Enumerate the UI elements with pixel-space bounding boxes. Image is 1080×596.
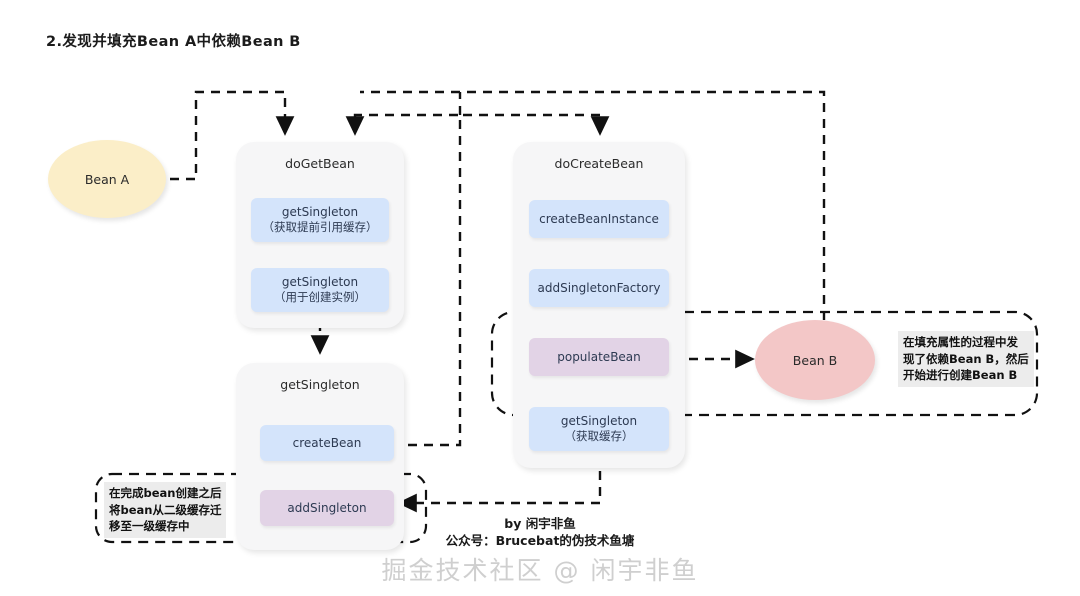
step-label: addSingletonFactory: [537, 280, 661, 295]
step-populatebean[interactable]: populateBean: [529, 338, 669, 376]
bean-b-node[interactable]: Bean B: [755, 320, 875, 400]
step-getsingleton-create-instance[interactable]: getSingleton （用于创建实例）: [251, 268, 389, 312]
card-dogetbean-title: doGetBean: [285, 156, 355, 171]
step-label: createBeanInstance: [539, 211, 659, 226]
step-sublabel: （用于创建实例）: [274, 290, 366, 305]
bean-b-label: Bean B: [792, 352, 838, 368]
bean-a-node[interactable]: Bean A: [48, 140, 166, 218]
step-label: addSingleton: [287, 500, 367, 515]
account-credit: 公众号：Brucebat的伪技术鱼塘: [445, 533, 635, 548]
page-title: 2.发现并填充Bean A中依赖Bean B: [46, 34, 301, 50]
step-label: getSingleton: [281, 275, 359, 290]
card-docreatebean-title: doCreateBean: [554, 156, 644, 171]
step-sublabel: （获取缓存）: [564, 429, 634, 444]
card-getsingleton[interactable]: getSingleton createBean addSingleton: [236, 363, 404, 550]
bean-a-label: Bean A: [84, 171, 130, 187]
card-dogetbean[interactable]: doGetBean getSingleton （获取提前引用缓存） getSin…: [236, 142, 404, 328]
card-docreatebean[interactable]: doCreateBean createBeanInstance addSingl…: [513, 142, 685, 468]
step-createbean[interactable]: createBean: [260, 425, 394, 461]
card-getsingleton-title: getSingleton: [280, 377, 360, 392]
note-cache-migration: 在完成bean创建之后 将bean从二级缓存迁 移至一级缓存中: [104, 482, 227, 539]
author-credit: by 闲宇非鱼: [504, 516, 576, 531]
step-addsingleton[interactable]: addSingleton: [260, 490, 394, 526]
step-sublabel: （获取提前引用缓存）: [262, 220, 378, 235]
step-label: createBean: [292, 435, 362, 450]
step-addsingletonfactory[interactable]: addSingletonFactory: [529, 269, 669, 307]
step-createbeaninstance[interactable]: createBeanInstance: [529, 200, 669, 238]
step-label: populateBean: [557, 349, 641, 364]
watermark: 掘金技术社区 @ 闲宇非鱼: [381, 556, 699, 585]
step-label: getSingleton: [560, 414, 638, 429]
step-label: getSingleton: [281, 205, 359, 220]
note-dependency-found: 在填充属性的过程中发 现了依赖Bean B，然后 开始进行创建Bean B: [898, 331, 1034, 388]
step-getsingleton-early-ref[interactable]: getSingleton （获取提前引用缓存）: [251, 198, 389, 242]
step-getsingleton-cache[interactable]: getSingleton （获取缓存）: [529, 407, 669, 451]
edge-rail-to-docreatebean: [463, 113, 610, 136]
